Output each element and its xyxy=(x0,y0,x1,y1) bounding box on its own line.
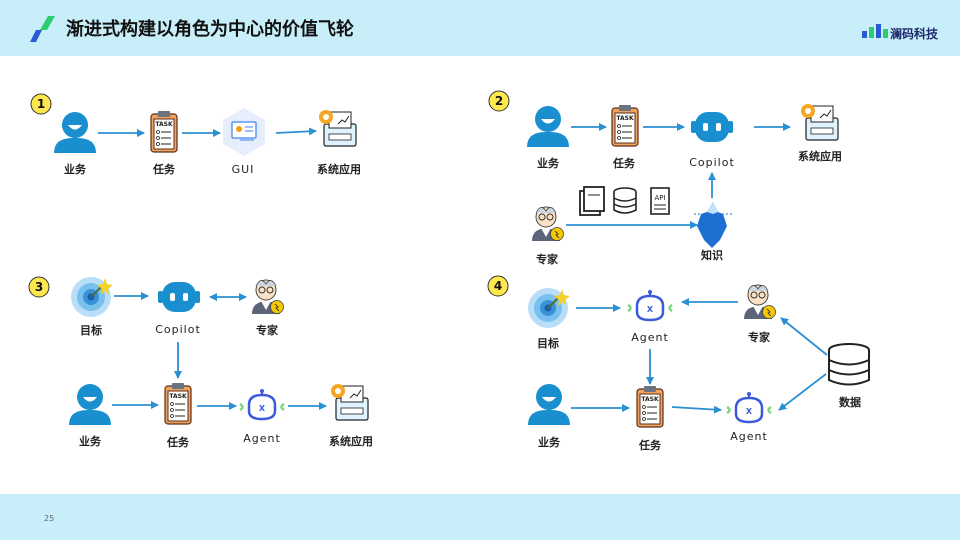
label-goal: 目标 xyxy=(80,323,102,337)
agent-robot-icon xyxy=(238,387,286,421)
panel-4: 4 目标 Agent 专家 数据 业务 任务 Agent xyxy=(487,275,870,452)
label-system: 系统应用 xyxy=(329,434,373,448)
arrow xyxy=(780,317,828,356)
goal-target-icon xyxy=(70,276,114,318)
expert-scientist-icon xyxy=(531,206,564,242)
label-system: 系统应用 xyxy=(317,162,361,176)
task-clipboard-icon xyxy=(611,104,639,147)
arrow xyxy=(778,373,827,411)
label-business: 业务 xyxy=(538,435,561,449)
label-task: 任务 xyxy=(166,435,190,449)
api-document-icon: API xyxy=(650,187,670,215)
page-title: 渐进式构建以角色为中心的价值飞轮 xyxy=(66,19,354,40)
business-person-icon xyxy=(528,384,570,425)
label-business: 业务 xyxy=(64,162,87,176)
panel-1: 1 业务 任务 GUI 系统应用 xyxy=(30,93,361,176)
business-person-icon xyxy=(54,112,96,153)
label-business: 业务 xyxy=(537,156,560,170)
database-icon xyxy=(613,187,637,214)
step-badge-4: 4 xyxy=(487,275,509,297)
book-icon xyxy=(579,186,605,216)
label-agent-bottom: Agent xyxy=(730,430,768,443)
label-goal: 目标 xyxy=(537,336,559,350)
svg-text:2: 2 xyxy=(495,94,503,108)
arrow xyxy=(275,127,317,136)
header-bar xyxy=(0,0,960,56)
label-copilot: Copilot xyxy=(689,156,735,169)
expert-scientist-icon xyxy=(743,284,776,320)
brand-name: 澜码科技 xyxy=(890,27,939,41)
brand-logo-icon xyxy=(30,16,55,42)
system-application-icon xyxy=(318,109,357,147)
label-business: 业务 xyxy=(79,434,102,448)
goal-target-icon xyxy=(527,287,571,329)
label-expert: 专家 xyxy=(748,330,771,344)
label-expert: 专家 xyxy=(256,323,279,337)
panel-3: 3 目标 Copilot 专家 业务 任务 Agent 系统应用 xyxy=(28,276,373,449)
knowledge-iceberg-icon xyxy=(694,202,732,248)
svg-text:1: 1 xyxy=(37,97,45,111)
label-task: 任务 xyxy=(152,162,176,176)
label-knowledge: 知识 xyxy=(700,248,723,262)
expert-scientist-icon xyxy=(251,279,284,315)
task-clipboard-icon xyxy=(150,110,178,153)
step-badge-3: 3 xyxy=(28,276,50,298)
step-badge-1: 1 xyxy=(30,93,52,115)
task-clipboard-icon xyxy=(636,385,664,428)
label-gui: GUI xyxy=(232,163,255,176)
panel-2: 2 业务 任务 Copilot 系统应用 API 专家 xyxy=(488,90,842,266)
label-agent-top: Agent xyxy=(631,331,669,344)
system-application-icon xyxy=(800,103,839,141)
agent-robot-icon xyxy=(626,288,674,322)
arrow xyxy=(671,405,722,414)
step-badge-2: 2 xyxy=(488,90,510,112)
business-person-icon xyxy=(69,384,111,425)
svg-text:4: 4 xyxy=(494,279,502,293)
agent-robot-icon xyxy=(725,390,773,424)
svg-text:3: 3 xyxy=(35,280,43,294)
label-data: 数据 xyxy=(839,395,861,409)
label-copilot: Copilot xyxy=(155,323,201,336)
label-agent: Agent xyxy=(243,432,281,445)
task-clipboard-icon xyxy=(164,382,192,425)
label-expert: 专家 xyxy=(536,252,559,266)
copilot-robot-icon xyxy=(158,282,200,312)
brand-mark-icon xyxy=(862,24,888,38)
data-database-icon xyxy=(828,343,870,386)
svg-text:API: API xyxy=(654,194,665,202)
copilot-robot-icon xyxy=(691,112,733,142)
label-task: 任务 xyxy=(638,438,662,452)
business-person-icon xyxy=(527,106,569,147)
gui-screen-icon xyxy=(222,107,266,157)
label-task: 任务 xyxy=(612,156,636,170)
system-application-icon xyxy=(330,383,369,421)
footer-bar xyxy=(0,494,960,540)
page-number: 25 xyxy=(44,514,55,523)
label-system: 系统应用 xyxy=(798,149,842,163)
